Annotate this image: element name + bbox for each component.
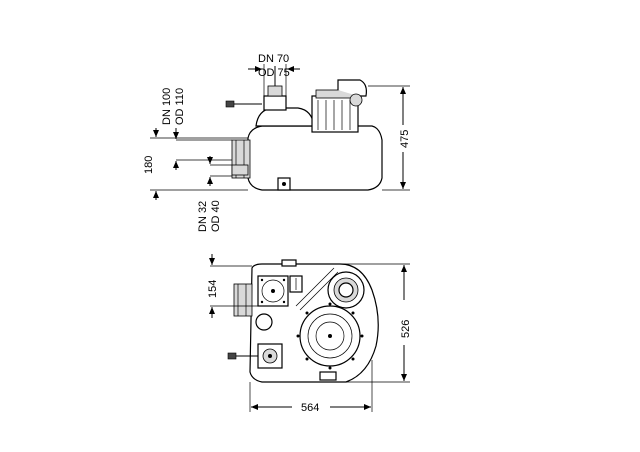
label-dn32: DN 32 (197, 201, 209, 232)
top-view-inlet-pipe (233, 283, 253, 317)
top-view-cable-plug (227, 352, 237, 360)
side-view-cable-plug (225, 100, 235, 108)
top-view-round-port (255, 313, 273, 331)
label-dim-180: 180 (143, 156, 155, 174)
label-dim-564: 564 (301, 402, 319, 414)
label-dim-475: 475 (399, 130, 411, 148)
top-view-pump-flange (257, 343, 283, 369)
side-view-vent-pipe (263, 95, 287, 111)
side-view-outlet (337, 79, 367, 97)
side-view-dimensions (150, 64, 410, 200)
top-view-dimensions (209, 254, 410, 412)
label-dim-154: 154 (207, 280, 219, 298)
top-view (227, 259, 379, 383)
label-dn100: DN 100 (161, 88, 173, 125)
label-od75: OD 75 (258, 67, 290, 79)
side-view (225, 66, 383, 191)
label-od40: OD 40 (210, 200, 222, 232)
label-od110: OD 110 (174, 88, 186, 125)
side-view-tank-top (255, 107, 315, 127)
label-dim-526: 526 (400, 320, 412, 338)
side-view-tank (247, 125, 383, 191)
label-dn70: DN 70 (258, 53, 289, 65)
